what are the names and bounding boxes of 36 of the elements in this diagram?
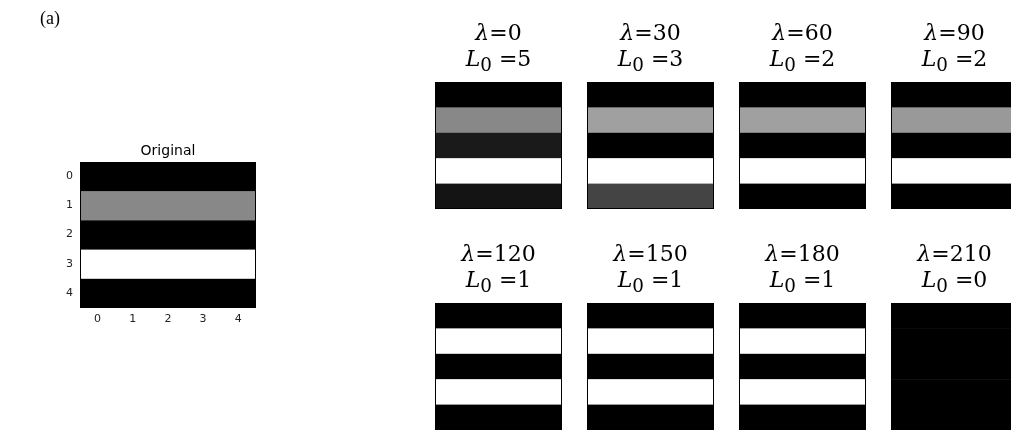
axis-tick-label: 2 <box>164 312 172 325</box>
parameter-label: λ=150 <box>613 241 688 267</box>
axis-tick-label: 1 <box>129 312 137 325</box>
parameter-label: λ=60 <box>772 20 833 46</box>
axis-tick-label: 0 <box>66 169 73 182</box>
axis-tick-label: 1 <box>66 198 73 212</box>
image-panel <box>587 241 714 430</box>
image-panel <box>587 20 714 209</box>
parameter-label: λ=210 <box>917 241 992 267</box>
parameter-label: L$_{0}$ =3 <box>617 46 684 78</box>
image-panel <box>891 20 1011 209</box>
parameter-label: L$_{0}$ =2 <box>921 46 988 78</box>
axis-tick-label: 0 <box>94 312 101 325</box>
parameter-label: L$_{0}$ =0 <box>921 267 988 299</box>
image-panel <box>891 241 1011 430</box>
parameter-label: L$_{0}$ =1 <box>617 267 684 299</box>
parameter-label: L$_{0}$ =1 <box>769 267 836 299</box>
image-panel <box>435 20 562 209</box>
parameter-label: L$_{0}$ =2 <box>769 46 836 78</box>
parameter-label: λ=120 <box>461 241 536 267</box>
panel-title: Original <box>140 141 196 160</box>
axis-tick-label: 3 <box>199 312 207 325</box>
axis-tick-label: 4 <box>66 285 73 299</box>
parameter-label: L$_{0}$ =5 <box>465 46 532 78</box>
axis-tick-label: 3 <box>66 256 73 270</box>
image-panel <box>739 241 866 430</box>
parameter-label: λ=30 <box>620 20 681 46</box>
parameter-label: λ=0 <box>475 20 522 46</box>
parameter-label: λ=90 <box>924 20 985 46</box>
image-panel <box>435 241 562 430</box>
image-panel <box>739 20 866 209</box>
parameter-label: L$_{0}$ =1 <box>465 267 532 299</box>
parameter-label: λ=180 <box>765 241 840 267</box>
axis-tick-label: 2 <box>66 227 73 241</box>
axis-tick-label: 4 <box>234 312 242 325</box>
panel-letter: (a) <box>40 8 60 29</box>
